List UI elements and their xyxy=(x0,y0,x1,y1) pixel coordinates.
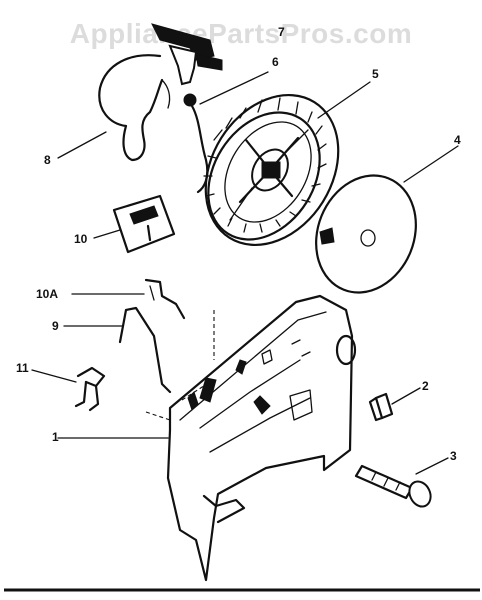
part-6-spring xyxy=(183,93,209,194)
callout-5: 5 xyxy=(372,67,379,81)
part-2-pin xyxy=(368,392,394,422)
callout-11: 11 xyxy=(16,361,29,375)
leader-lines xyxy=(31,71,459,475)
callout-10: 10 xyxy=(74,232,88,246)
callout-9: 9 xyxy=(52,319,59,333)
callout-3: 3 xyxy=(450,449,457,463)
callout-6: 6 xyxy=(272,55,279,69)
part-1-main-frame xyxy=(145,294,357,582)
part-11-latch xyxy=(74,366,106,412)
callout-10a: 10A xyxy=(36,287,59,301)
part-9-rod xyxy=(118,306,172,394)
part-7-clip xyxy=(151,23,223,86)
part-5-pulley-wheel xyxy=(203,93,340,247)
part-10a-clip xyxy=(144,278,186,320)
callout-7: 7 xyxy=(278,25,285,39)
part-8-cord-loop xyxy=(98,54,171,162)
part-3-bolt xyxy=(354,464,432,508)
part-4-disc xyxy=(315,174,417,294)
callout-1: 1 xyxy=(52,430,59,444)
callout-2: 2 xyxy=(422,379,429,393)
callout-8: 8 xyxy=(44,153,51,167)
part-10-plate xyxy=(112,194,176,254)
callout-4: 4 xyxy=(454,133,461,147)
